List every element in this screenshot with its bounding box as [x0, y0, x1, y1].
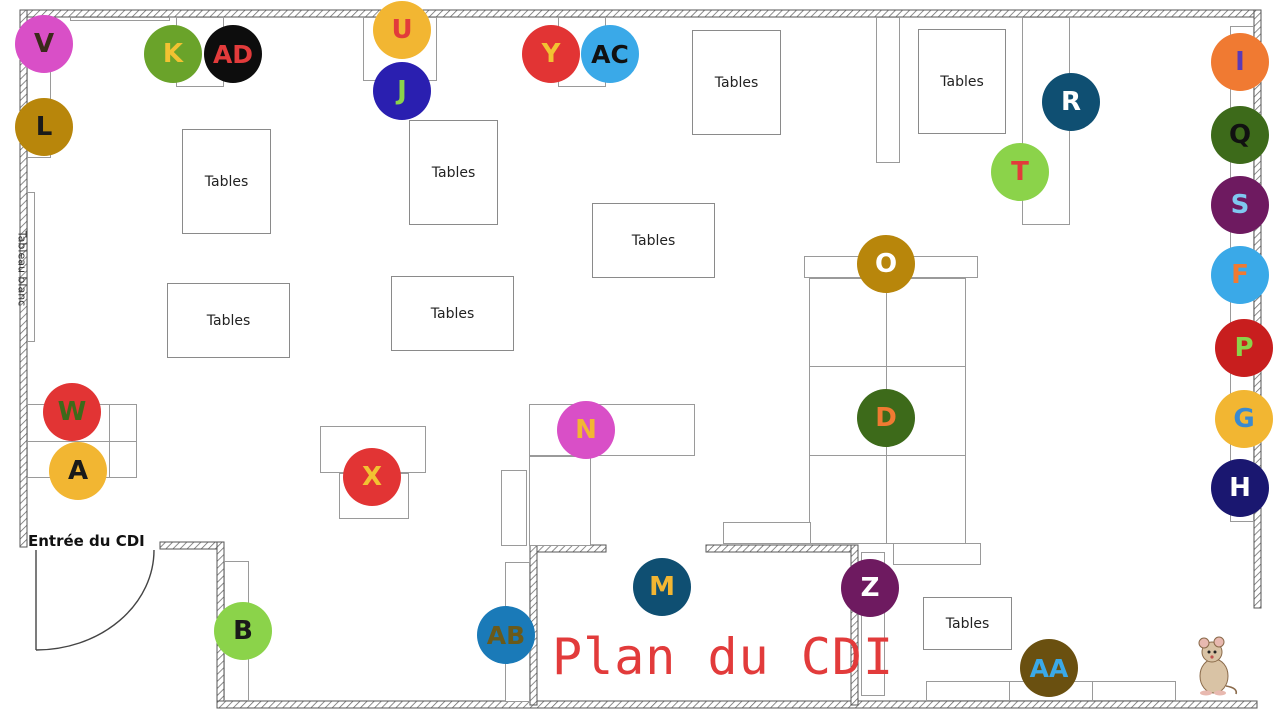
table: Tables	[918, 29, 1006, 134]
mouse-icon	[1198, 636, 1238, 696]
marker-r[interactable]: R	[1042, 73, 1100, 131]
shelf	[27, 192, 35, 342]
plan-title: Plan du CDI	[552, 628, 895, 686]
table: Tables	[182, 129, 271, 234]
shelf	[70, 17, 170, 21]
wall-top	[19, 9, 1261, 18]
marker-u[interactable]: U	[373, 1, 431, 59]
shelf-divider	[1092, 681, 1093, 701]
marker-p[interactable]: P	[1215, 319, 1273, 377]
marker-j[interactable]: J	[373, 62, 431, 120]
marker-n[interactable]: N	[557, 401, 615, 459]
wall-right	[1253, 9, 1262, 609]
shelf-divider	[1009, 681, 1010, 701]
marker-h[interactable]: H	[1211, 459, 1269, 517]
marker-g[interactable]: G	[1215, 390, 1273, 448]
table: Tables	[923, 597, 1012, 650]
marker-f[interactable]: F	[1211, 246, 1269, 304]
wall-bottom	[216, 700, 1258, 709]
entrance-door-arc	[35, 549, 155, 651]
table: Tables	[391, 276, 514, 351]
table: Tables	[409, 120, 498, 225]
marker-d[interactable]: D	[857, 389, 915, 447]
whiteboard-label: Tableau blanc	[15, 230, 29, 307]
table	[529, 456, 591, 546]
marker-o[interactable]: O	[857, 235, 915, 293]
wall-entrance-top	[159, 541, 225, 550]
table: Tables	[692, 30, 781, 135]
marker-x[interactable]: X	[343, 448, 401, 506]
marker-k[interactable]: K	[144, 25, 202, 83]
marker-aa[interactable]: AA	[1020, 639, 1078, 697]
table-divider	[27, 441, 137, 442]
marker-i[interactable]: I	[1211, 33, 1269, 91]
table: Tables	[592, 203, 715, 278]
marker-m[interactable]: M	[633, 558, 691, 616]
marker-s[interactable]: S	[1211, 176, 1269, 234]
marker-w[interactable]: W	[43, 383, 101, 441]
marker-a[interactable]: A	[49, 442, 107, 500]
shelf	[876, 17, 900, 163]
entrance-label: Entrée du CDI	[28, 532, 145, 550]
marker-y[interactable]: Y	[522, 25, 580, 83]
table-block-divider	[809, 366, 966, 367]
table-block-divider	[809, 455, 966, 456]
wall-room-left-top	[529, 544, 607, 553]
marker-v[interactable]: V	[15, 15, 73, 73]
table-divider	[109, 404, 110, 478]
marker-q[interactable]: Q	[1211, 106, 1269, 164]
shelf	[723, 522, 811, 544]
marker-ac[interactable]: AC	[581, 25, 639, 83]
marker-ab[interactable]: AB	[477, 606, 535, 664]
shelf	[893, 543, 981, 565]
marker-b[interactable]: B	[214, 602, 272, 660]
wall-room-right	[850, 544, 859, 706]
marker-z[interactable]: Z	[841, 559, 899, 617]
table: Tables	[167, 283, 290, 358]
marker-t[interactable]: T	[991, 143, 1049, 201]
wall-room-right-top	[705, 544, 859, 553]
shelf	[501, 470, 527, 546]
marker-ad[interactable]: AD	[204, 25, 262, 83]
marker-l[interactable]: L	[15, 98, 73, 156]
